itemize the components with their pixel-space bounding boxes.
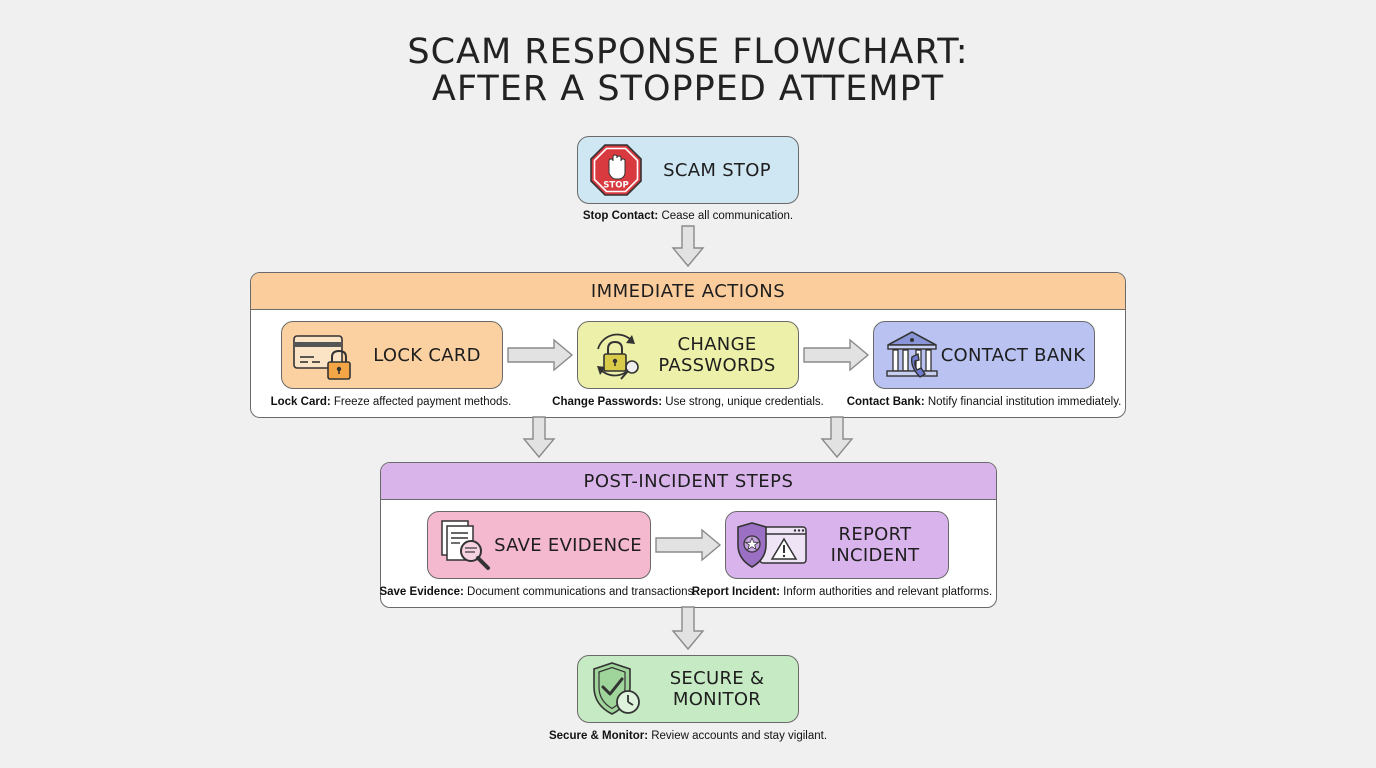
padlock-refresh-key-icon — [588, 327, 644, 383]
scam-stop-node: STOP SCAM STOP — [577, 136, 799, 204]
lock-card-label: LOCK CARD — [373, 344, 481, 366]
report-incident-caption: Report Incident: Inform authorities and … — [691, 586, 993, 598]
report-incident-node: REPORT INCIDENT — [725, 511, 949, 579]
immediate-actions-header: IMMEDIATE ACTIONS — [251, 273, 1125, 310]
title-line-2: AFTER A STOPPED ATTEMPT — [431, 69, 945, 109]
lock-card-caption: Lock Card: Freeze affected payment metho… — [270, 396, 512, 408]
stop-sign-text: STOP — [603, 181, 628, 191]
post-incident-header: POST-INCIDENT STEPS — [381, 463, 996, 500]
contact-bank-node: CONTACT BANK — [873, 321, 1095, 389]
report-incident-label: REPORT INCIDENT — [830, 524, 920, 566]
right-arrow-2 — [803, 338, 870, 372]
down-arrow-1 — [671, 225, 705, 268]
change-passwords-label: CHANGE PASSWORDS — [658, 334, 776, 376]
shield-check-clock-icon — [588, 661, 644, 717]
stop-sign-icon: STOP — [588, 142, 644, 198]
save-evidence-node: SAVE EVIDENCE — [427, 511, 651, 579]
page-title: SCAM RESPONSE FLOWCHART: AFTER A STOPPED… — [0, 34, 1376, 108]
save-evidence-label: SAVE EVIDENCE — [494, 534, 642, 556]
down-arrow-4 — [671, 606, 705, 651]
down-arrow-2 — [522, 416, 556, 459]
change-passwords-node: CHANGE PASSWORDS — [577, 321, 799, 389]
secure-monitor-caption: Secure & Monitor: Review accounts and st… — [548, 730, 828, 742]
document-magnifier-icon — [438, 517, 494, 573]
scam-stop-label: SCAM STOP — [663, 159, 771, 181]
bank-phone-icon — [884, 327, 940, 383]
credit-card-lock-icon — [292, 327, 351, 383]
right-arrow-1 — [507, 338, 574, 372]
contact-bank-label: CONTACT BANK — [940, 344, 1086, 366]
change-passwords-caption: Change Passwords: Use strong, unique cre… — [552, 396, 824, 408]
save-evidence-caption: Save Evidence: Document communications a… — [379, 586, 697, 598]
contact-bank-caption: Contact Bank: Notify financial instituti… — [846, 396, 1122, 408]
secure-monitor-node: SECURE & MONITOR — [577, 655, 799, 723]
lock-card-node: LOCK CARD — [281, 321, 503, 389]
badge-warning-window-icon — [734, 517, 808, 573]
secure-monitor-label: SECURE & MONITOR — [669, 668, 765, 710]
down-arrow-3 — [820, 416, 854, 459]
title-line-1: SCAM RESPONSE FLOWCHART: — [407, 32, 969, 72]
right-arrow-3 — [655, 528, 722, 562]
scam-stop-caption: Stop Contact: Cease all communication. — [582, 210, 794, 222]
